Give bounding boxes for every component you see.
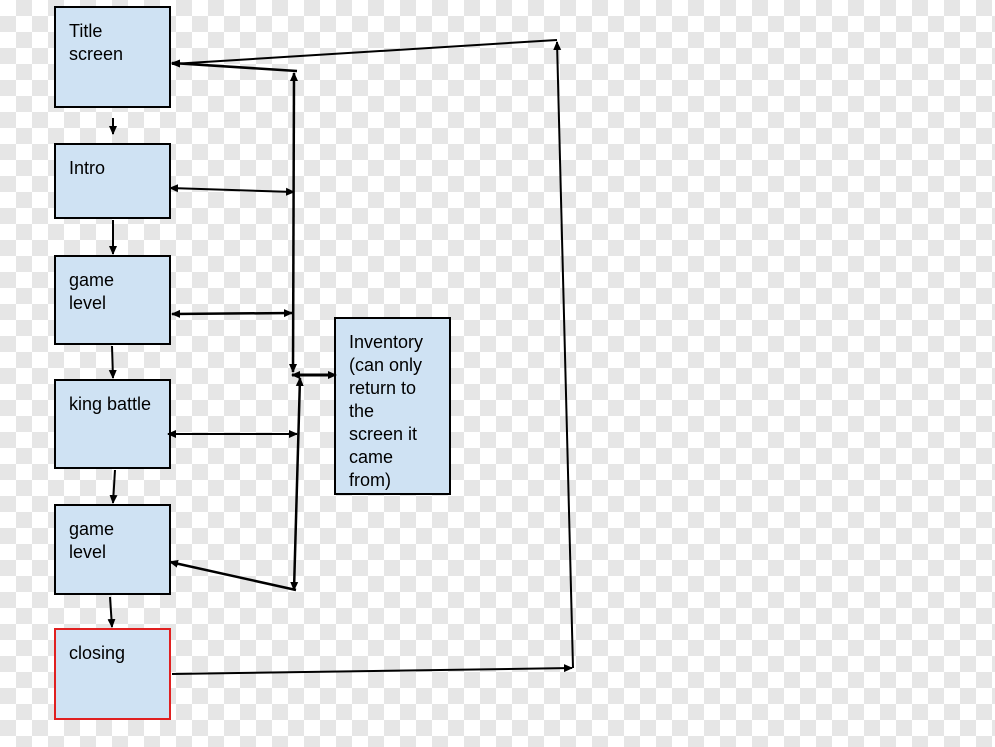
node-closing: closing <box>54 628 171 720</box>
edge-top-to-title <box>171 39 558 68</box>
node-intro: Intro <box>54 143 171 219</box>
edge-title-inventory-h <box>171 59 298 73</box>
node-inventory: Inventory (can only return to the screen… <box>334 317 451 495</box>
trunk-lower <box>290 377 304 591</box>
edge-intro-inventory-h <box>169 184 295 196</box>
edge-king-to-level2 <box>109 469 118 504</box>
edge-level1-inventory-h <box>171 309 293 318</box>
edge-right-upward <box>553 41 574 669</box>
node-game-level-1: game level <box>54 255 171 345</box>
node-title-screen: Title screen <box>54 6 171 108</box>
edge-level2-inventory-h <box>169 559 297 592</box>
edge-level2-to-closing <box>107 596 116 628</box>
trunk-upper <box>289 72 298 373</box>
node-game-level-2: game level <box>54 504 171 595</box>
edge-closing-to-right <box>171 664 573 675</box>
edge-level1-to-king <box>108 345 117 379</box>
node-king-battle: king battle <box>54 379 171 469</box>
